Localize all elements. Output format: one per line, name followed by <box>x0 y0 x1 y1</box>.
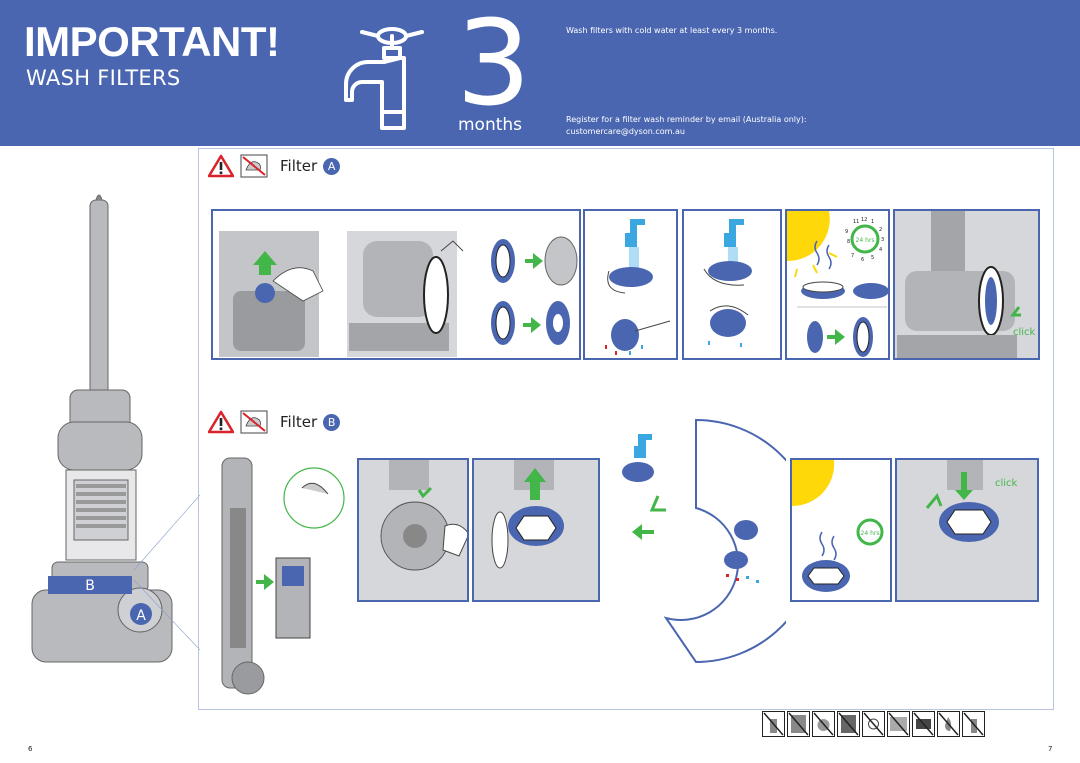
vacuum-illustration: B A <box>31 194 201 663</box>
page-subtitle: WASH FILTERS <box>26 66 181 90</box>
svg-text:6: 6 <box>861 257 864 263</box>
no-hand-contact-icon <box>240 410 268 434</box>
filter-b-click-label: click <box>995 478 1018 489</box>
filter-a-step-squeeze <box>682 209 782 360</box>
filter-a-step-rinse <box>583 209 678 360</box>
no-microwave-icon <box>887 711 910 737</box>
filter-b-label: Filter <box>280 413 318 431</box>
no-oven-icon <box>862 711 885 737</box>
warning-icon <box>208 154 234 178</box>
svg-text:11: 11 <box>853 219 859 225</box>
filter-a-heading: Filter A <box>208 154 341 178</box>
filter-b-badge: B <box>323 413 341 431</box>
svg-text:9: 9 <box>845 229 848 235</box>
filter-a-step-refit: click <box>893 209 1040 360</box>
register-info: Register for a filter wash reminder by e… <box>566 114 807 138</box>
wash-instruction: Wash filters with cold water at least ev… <box>566 26 778 35</box>
page-number-left: 6 <box>28 745 33 753</box>
svg-text:2: 2 <box>879 227 882 233</box>
filter-a-click-label: click <box>1013 327 1036 338</box>
header-band: IMPORTANT! WASH FILTERS 3 months Wash fi… <box>0 0 1080 146</box>
instruction-frame <box>198 148 1054 710</box>
filter-b-marker <box>48 576 132 594</box>
filter-a-label: Filter <box>280 157 318 175</box>
no-fire-icon <box>937 711 960 737</box>
email-link[interactable]: customercare@dyson.com.au <box>566 127 685 136</box>
filter-b-heading: Filter B <box>208 410 341 434</box>
filter-b-step-lift-cyclone <box>221 457 345 695</box>
filter-b-step-remove <box>472 458 600 602</box>
marker-a-label: A <box>136 608 146 624</box>
filter-a-step-remove <box>211 209 581 360</box>
svg-text:8: 8 <box>847 239 850 245</box>
svg-text:7: 7 <box>851 253 854 259</box>
no-washing-machine-icon <box>812 711 835 737</box>
filter-a-clock-label: 24 hrs <box>856 237 875 244</box>
no-hairdryer-icon <box>912 711 935 737</box>
no-dryer-icon <box>837 711 860 737</box>
page-number-right: 7 <box>1048 745 1053 753</box>
no-detergent-icon <box>762 711 785 737</box>
filter-b-step-wash <box>622 418 786 664</box>
filter-b-step-refit: click <box>895 458 1039 602</box>
prohibited-icons-row <box>762 711 985 737</box>
interval-unit: months <box>458 115 523 135</box>
filter-a-badge: A <box>323 157 341 175</box>
filter-b-step-dry: 24 hrs <box>790 458 892 602</box>
svg-text:5: 5 <box>871 255 874 261</box>
interval-number: 3 <box>456 0 532 132</box>
svg-text:12: 12 <box>861 217 867 223</box>
filter-a-marker <box>130 603 152 625</box>
filter-b-step-twist <box>357 458 469 602</box>
filter-b-clock-label: 24 hrs <box>861 530 880 537</box>
marker-b-label: B <box>85 578 95 594</box>
page-title: IMPORTANT! <box>24 18 280 65</box>
no-spray-icon <box>962 711 985 737</box>
svg-text:3: 3 <box>881 237 884 243</box>
tap-icon <box>344 27 424 130</box>
filter-a-step-dry: 24 hrs 11 12 1 2 3 4 5 6 7 8 9 <box>785 209 890 360</box>
no-hand-contact-icon <box>240 154 268 178</box>
no-dishwasher-icon <box>787 711 810 737</box>
svg-text:4: 4 <box>879 247 882 253</box>
register-line: Register for a filter wash reminder by e… <box>566 115 807 124</box>
warning-icon <box>208 410 234 434</box>
svg-text:1: 1 <box>871 219 874 225</box>
